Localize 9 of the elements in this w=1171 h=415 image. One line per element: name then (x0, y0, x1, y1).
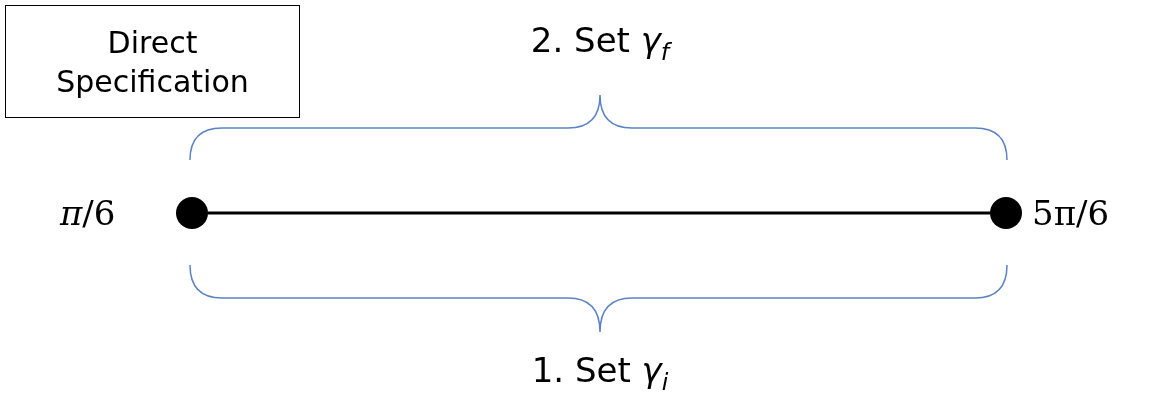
angle-label: π/6 (60, 193, 116, 233)
box-text: Direct Specification (55, 23, 250, 101)
step-label: 1. Set γ$_{i}$ (531, 350, 669, 396)
endpoint-dot (990, 197, 1022, 229)
step-label: 2. Set γ$_{f}$ (530, 20, 670, 66)
endpoint-dot (176, 197, 208, 229)
angle-label: 5π/6 (1032, 193, 1110, 233)
line-segment (208, 211, 990, 215)
text-box (5, 5, 300, 118)
